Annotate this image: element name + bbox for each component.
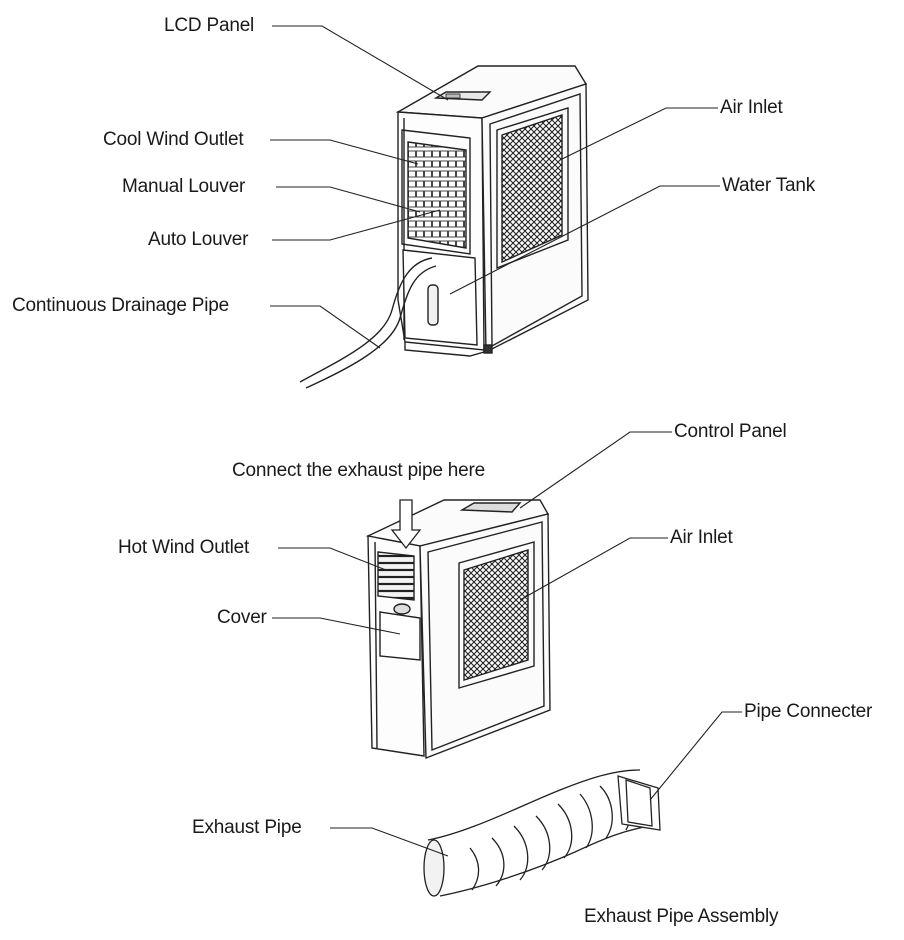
label-air-inlet-top: Air Inlet [720, 97, 783, 118]
label-cool-wind-outlet: Cool Wind Outlet [103, 129, 244, 150]
label-auto-louver: Auto Louver [148, 229, 249, 250]
label-water-tank: Water Tank [722, 175, 816, 196]
label-cover: Cover [217, 607, 267, 628]
label-connect-exhaust: Connect the exhaust pipe here [232, 460, 485, 481]
label-continuous-drainage-pipe: Continuous Drainage Pipe [12, 295, 230, 316]
exhaust-pipe-assembly [423, 769, 661, 897]
top-dehumidifier [299, 65, 589, 389]
label-control-panel: Control Panel [674, 421, 787, 442]
label-manual-louver: Manual Louver [122, 176, 246, 197]
label-exhaust-pipe: Exhaust Pipe [192, 817, 302, 838]
label-pipe-connecter: Pipe Connecter [744, 701, 873, 722]
caption-exhaust-pipe-assembly: Exhaust Pipe Assembly [584, 906, 779, 927]
bottom-portable-ac [365, 499, 551, 760]
leader-lines [270, 25, 742, 857]
label-hot-wind-outlet: Hot Wind Outlet [118, 537, 250, 558]
label-air-inlet-bottom: Air Inlet [670, 527, 733, 548]
label-lcd-panel: LCD Panel [164, 15, 255, 36]
